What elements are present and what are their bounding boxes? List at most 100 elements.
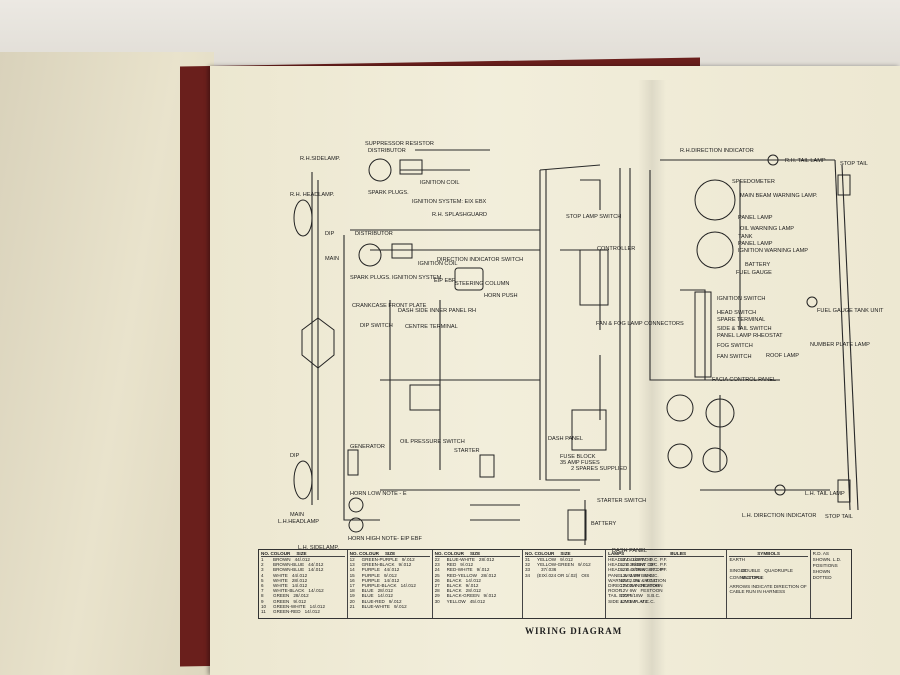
label-panel-lamp-rheo: PANEL LAMP RHEOSTAT xyxy=(717,333,783,339)
legend-cell: 34 xyxy=(525,572,531,578)
lh-headlamp-shape xyxy=(293,460,313,500)
facia-switch-4 xyxy=(702,447,728,473)
legend-cell: 13 xyxy=(349,562,355,568)
legend-cell: 12V 6W xyxy=(620,588,637,594)
label-fuel-gauge: FUEL GAUGE xyxy=(736,270,772,276)
legend-cell: 28 xyxy=(434,588,440,594)
label-head-switch: HEAD SWITCH xyxy=(717,310,756,316)
legend-cell: YELLOW xyxy=(537,557,557,562)
lh-indicator-shape xyxy=(774,484,786,496)
horn-high-shape xyxy=(348,517,364,533)
label-centre-terminal: CENTRE TERMINAL xyxy=(405,324,458,330)
label-tank: TANK xyxy=(738,234,753,240)
label-rh-headlamp: R.H. HEADLAMP. xyxy=(290,192,335,198)
legend-cell: GREEN xyxy=(273,593,290,599)
legend-cell: BLUE xyxy=(361,588,374,594)
legend-cell: PURPLE-BLACK xyxy=(361,583,397,589)
legend-cell: 44/.012 xyxy=(291,572,308,578)
distributor-1-shape xyxy=(368,158,392,182)
legend-cell: 9/.012 xyxy=(384,572,397,578)
legend-cell: 17 xyxy=(349,583,355,589)
legend-cell: OIS xyxy=(581,572,590,578)
rh-indicator-shape xyxy=(767,154,779,166)
left-page xyxy=(0,52,214,675)
legend-cell: 31 xyxy=(525,557,531,562)
legend-cell: 23 xyxy=(434,562,440,568)
legend-cell: 18 xyxy=(349,588,355,594)
starter-shape xyxy=(479,454,495,478)
label-lh-sidelamp: L.H. SIDELAMP. xyxy=(298,545,339,551)
label-amp-fuses: 35 AMP FUSES xyxy=(560,460,600,466)
label-dash-panel-1: DASH PANEL xyxy=(548,436,583,442)
legend-cell: WHITE xyxy=(273,577,288,583)
legend-cell: BLACK xyxy=(446,583,462,589)
legend-cell: PURPLE xyxy=(361,572,380,578)
label-dir-ind-switch: DIRECTION INDICATOR SWITCH xyxy=(437,257,523,263)
legend-cell: BROWN xyxy=(273,557,291,562)
legend-col-3-header: NO. COLOUR SIZE xyxy=(434,551,520,557)
legend-cell: 26 xyxy=(434,577,440,583)
legend-cell: 14/.012 xyxy=(384,577,400,583)
label-dip-top: DIP xyxy=(325,231,335,237)
legend-cell: 9/.012 xyxy=(393,603,407,609)
legend-cell: 9/.012 xyxy=(577,562,591,568)
label-spark-plugs-1: SPARK PLUGS. xyxy=(368,190,409,196)
legend-cell: WHITE-BLACK xyxy=(273,588,305,594)
legend-cell: 45/.012 xyxy=(469,598,486,604)
legend-cell: 6 xyxy=(261,583,264,589)
label-eip-ebf: EIP EBF xyxy=(434,278,456,284)
label-spare-terminal: SPARE TERMINAL xyxy=(717,317,765,323)
legend-cell: 14/.012 xyxy=(304,609,320,615)
legend-cell: RED-WHITE xyxy=(446,567,473,573)
facia-switch-2 xyxy=(705,398,735,428)
legend-cell: 14/.012 xyxy=(377,593,393,599)
label-dash-side: DASH SIDE INNER PANEL RH xyxy=(398,308,476,314)
earth-symbol-label: EARTH xyxy=(729,557,745,562)
label-fuse-block: FUSE BLOCK xyxy=(560,454,596,460)
legend-cell: 44/.012 xyxy=(384,567,400,573)
lh-tail-lamp-shape xyxy=(837,479,851,503)
legend-cell: 1 xyxy=(261,557,264,562)
label-stop-tail-top: STOP TAIL xyxy=(840,161,868,167)
label-horn-high: HORN HIGH NOTE- EIP EBF xyxy=(348,536,422,542)
label-steering-column: STEERING COLUMN xyxy=(455,281,509,287)
label-ign-system-2: IGNITION SYSTEM xyxy=(392,275,442,281)
horn-low-shape xyxy=(348,497,364,513)
component-shapes xyxy=(293,154,851,541)
label-panel-lamp-2: PANEL LAMP xyxy=(738,241,773,247)
legend-col-4-header: NO. COLOUR SIZE xyxy=(525,551,604,557)
quadruple-label: QUADRUPLE xyxy=(764,568,793,574)
legend-cell: D.C. P.F. xyxy=(649,557,668,562)
legend-lamps-header: LAMPS BULBS xyxy=(608,551,725,557)
label-ignition-coil-2: IGNITION COIL xyxy=(418,261,457,267)
legend-cell: BLUE-WHITE xyxy=(361,603,390,609)
legend-cell: M.C.C. xyxy=(644,577,659,583)
legend-cell: RED xyxy=(446,562,457,568)
legend-cell: 25 xyxy=(434,572,440,578)
legend-cell: SIDE & NO. PLATE xyxy=(608,598,649,604)
label-lh-tail-lamp: L.H. TAIL LAMP xyxy=(805,491,845,497)
label-rh-splashguard: R.H. SPLASHGUARD xyxy=(432,212,487,218)
legend-cell: 9/.012 xyxy=(465,583,479,589)
legend-cell: BLACK-GREEN xyxy=(446,593,480,599)
diagram-title: WIRING DIAGRAM xyxy=(525,626,622,636)
label-speedometer: SPEEDOMETER xyxy=(732,179,775,185)
legend-cell: GREEN-PURPLE xyxy=(361,557,398,562)
label-fan-switch: FAN SWITCH xyxy=(717,354,752,360)
legend-cell: 11 xyxy=(261,609,266,615)
legend-cell: 12V 36/36W xyxy=(620,562,646,568)
legend-cell: BLUE-WHITE xyxy=(446,557,475,562)
